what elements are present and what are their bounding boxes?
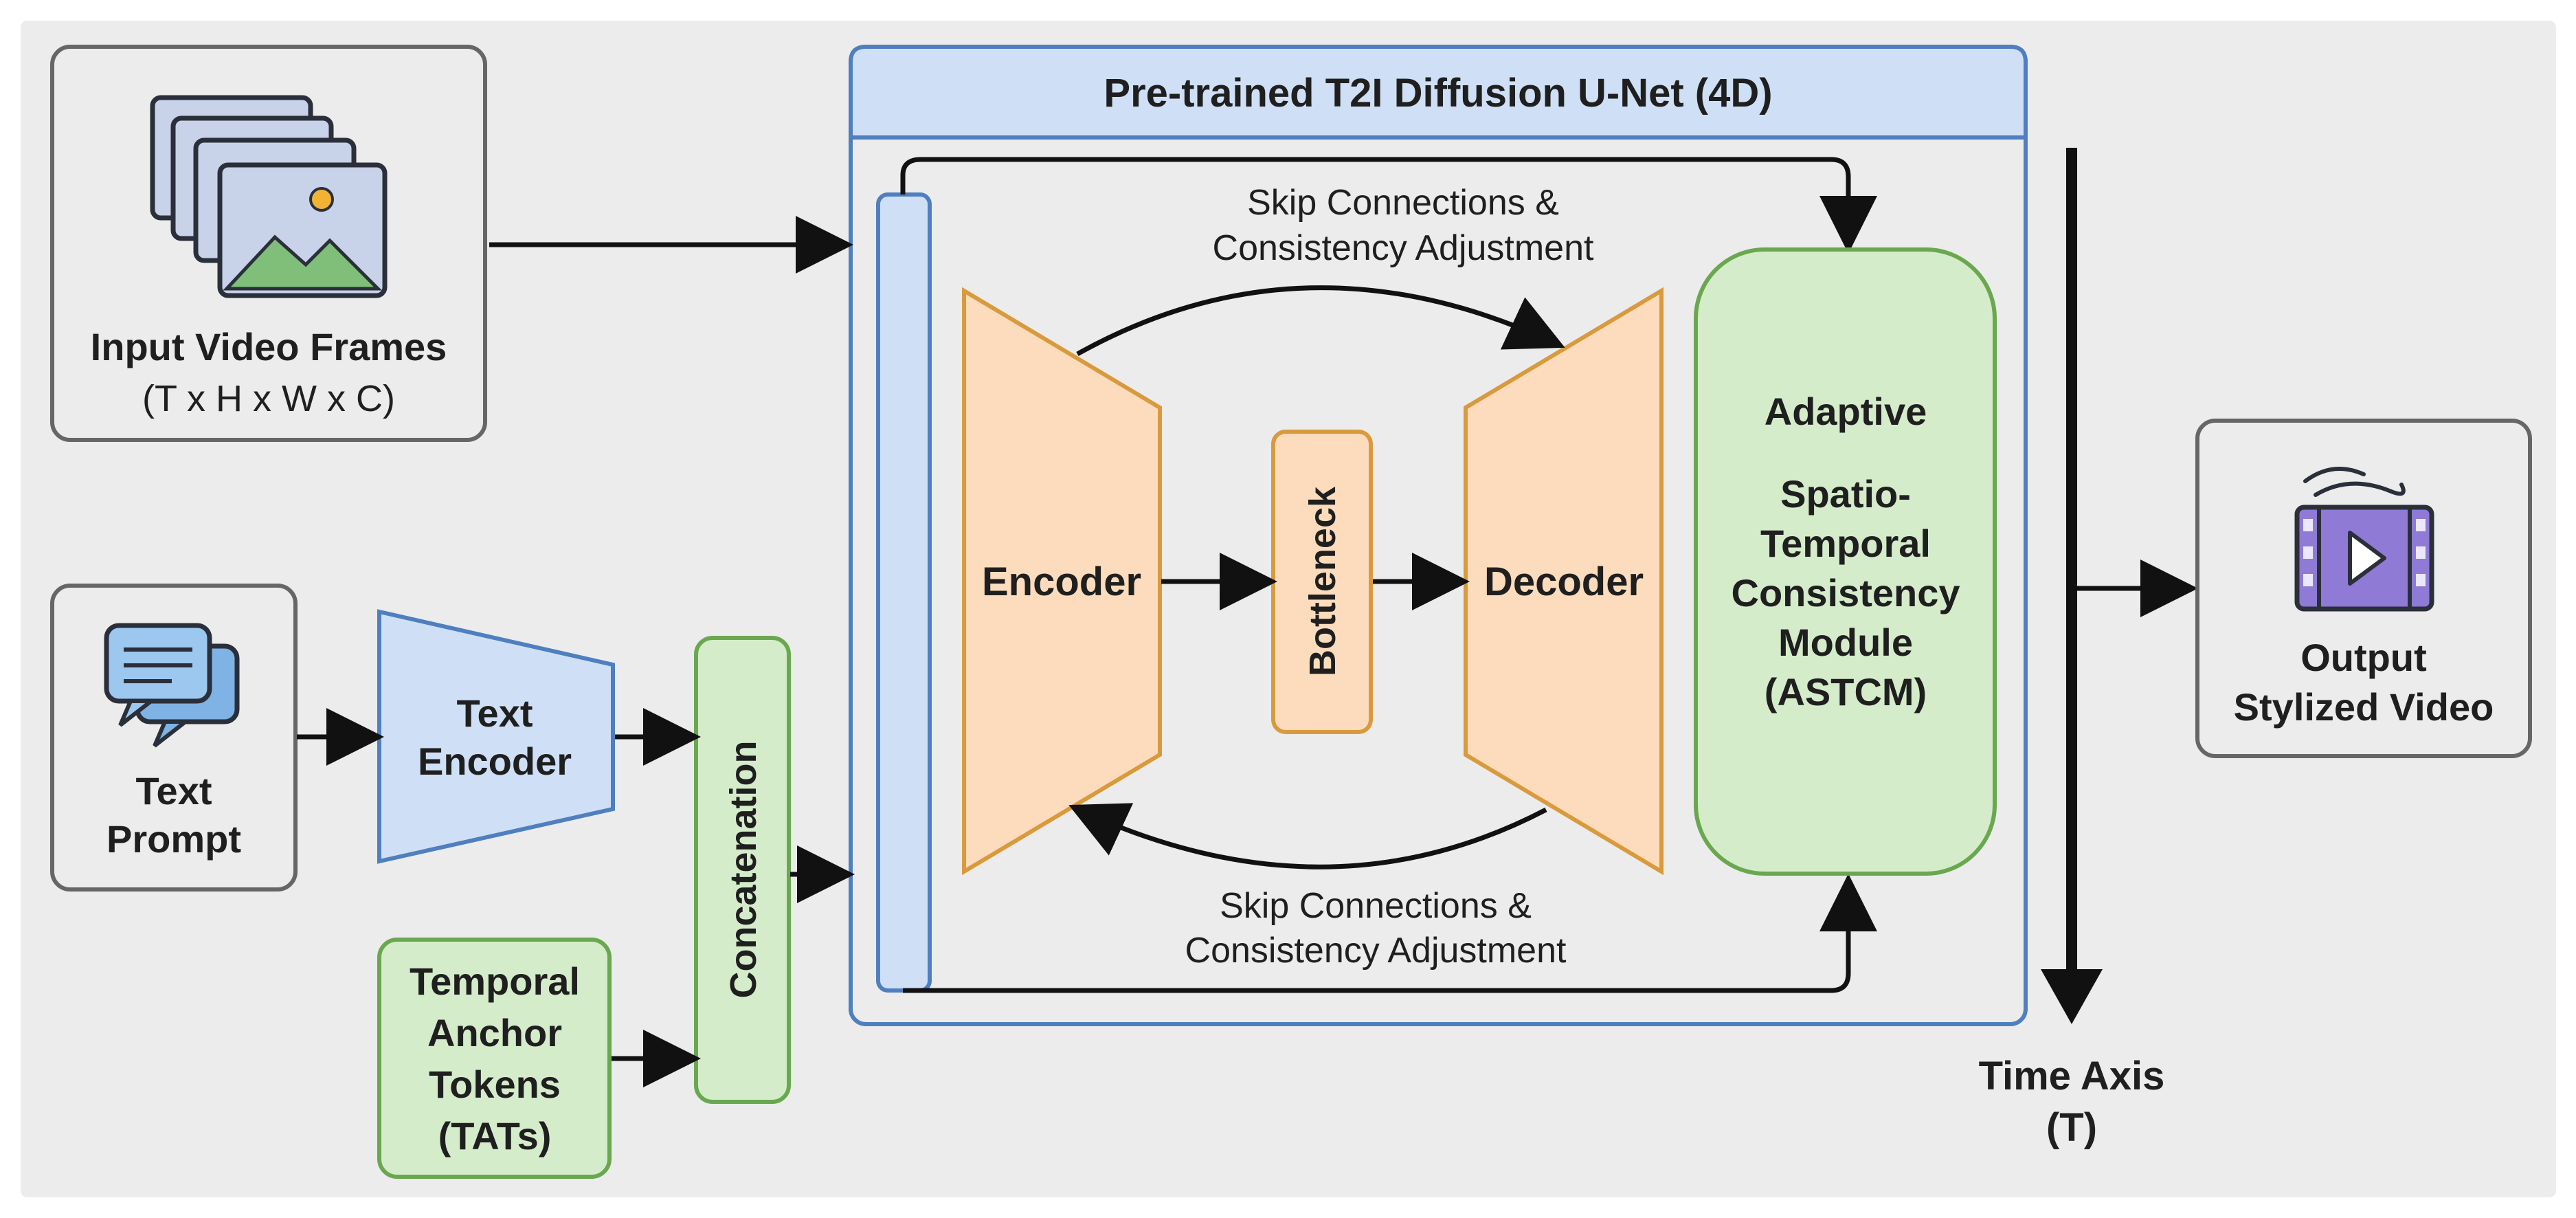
text-prompt-line2: Prompt [107, 817, 241, 861]
bottleneck-label: Bottleneck [1302, 486, 1343, 676]
astcm-line3: Temporal [1760, 522, 1931, 565]
astcm-block: Adaptive Spatio- Temporal Consistency Mo… [1694, 247, 1997, 876]
text-prompt-line1: Text [136, 769, 212, 812]
temporal-anchor-tokens-box: Temporal Anchor Tokens (TATs) [377, 938, 612, 1179]
curve-arrow-bottom [1068, 803, 1547, 870]
time-axis-arrowhead [2041, 969, 2103, 1024]
text-prompt-box: Text Prompt [50, 584, 298, 892]
output-line2: Stylized Video [2234, 685, 2494, 729]
film-play-icon [2294, 467, 2434, 612]
skip-top-bracket [900, 157, 1877, 254]
input-frames-title: Input Video Frames [91, 325, 447, 368]
encoder-label: Encoder [982, 560, 1141, 604]
astcm-line1: Adaptive [1765, 390, 1927, 433]
skip-bottom-line1: Skip Connections & [1220, 886, 1532, 926]
encoder-block: Encoder [962, 287, 1162, 876]
skip-top-line1: Skip Connections & [1247, 183, 1559, 223]
concatenation-label: Concatenation [723, 740, 764, 998]
image-stack-icon [150, 95, 388, 298]
unet-title: Pre-trained T2I Diffusion U-Net (4D) [1104, 71, 1772, 115]
time-axis-line1: Time Axis [1979, 1054, 2165, 1098]
input-bar [876, 192, 932, 993]
tat-line3: Tokens [429, 1063, 561, 1106]
curve-arrow-top [1076, 285, 1565, 357]
tat-line4: (TATs) [438, 1114, 552, 1158]
astcm-line6: (ASTCM) [1765, 670, 1927, 713]
bottleneck-block: Bottleneck [1271, 430, 1373, 734]
output-stylized-video-box: Output Stylized Video [2195, 419, 2532, 758]
skip-top-line2: Consistency Adjustment [1213, 228, 1594, 268]
concatenation-box: Concatenation [694, 636, 791, 1104]
astcm-line5: Module [1778, 621, 1913, 664]
input-frames-dims: (T x H x W x C) [142, 378, 395, 419]
chat-bubbles-icon [104, 623, 240, 748]
decoder-label: Decoder [1484, 560, 1644, 604]
skip-bottom-bracket [903, 874, 1877, 993]
input-video-frames-box: Input Video Frames (T x H x W x C) [50, 45, 487, 442]
tat-line1: Temporal [410, 960, 580, 1003]
text-encoder-line1: Text [457, 691, 533, 735]
astcm-line4: Consistency [1732, 571, 1960, 614]
text-encoder-line2: Encoder [418, 740, 572, 783]
output-line1: Output [2300, 636, 2426, 679]
astcm-line2: Spatio- [1780, 472, 1911, 516]
time-axis-line2: (T) [2046, 1105, 2097, 1150]
tat-line2: Anchor [427, 1011, 562, 1054]
decoder-block: Decoder [1464, 287, 1664, 876]
text-encoder: Text Encoder [377, 609, 615, 864]
skip-bottom-line2: Consistency Adjustment [1185, 931, 1567, 971]
